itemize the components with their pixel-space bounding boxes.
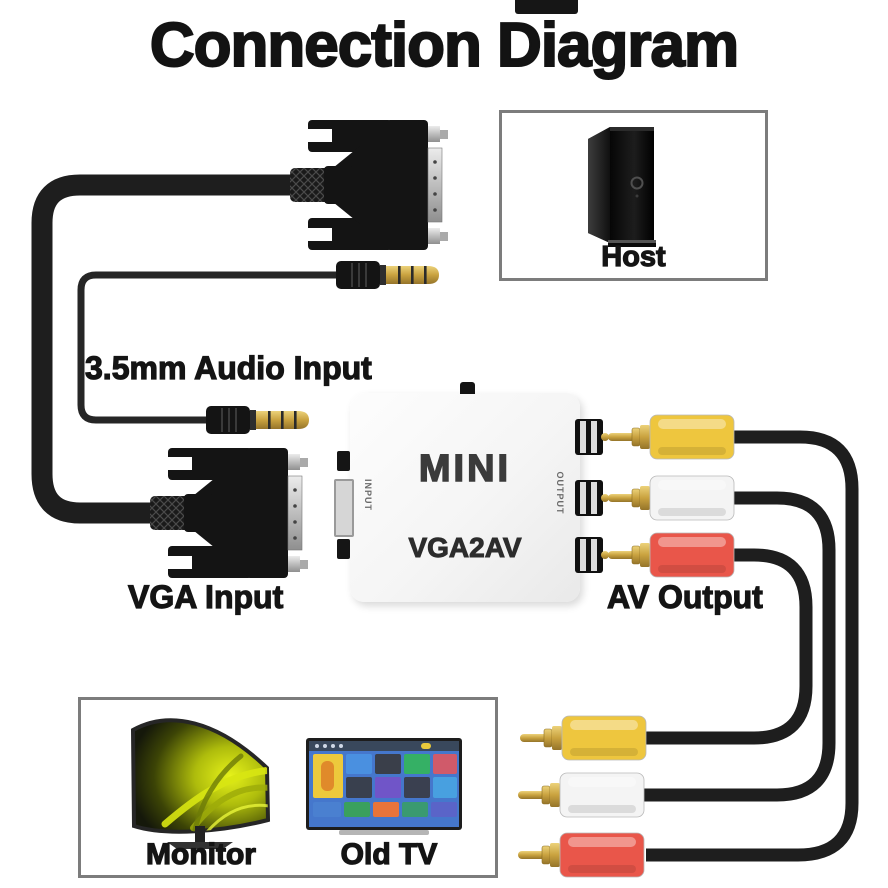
- vga-input-label: VGA Input: [127, 578, 284, 615]
- display-devices-box: Monitor Old TV: [78, 697, 498, 878]
- converter-model: VGA2AV: [408, 532, 522, 564]
- page-title: Connection Diagram: [149, 10, 740, 81]
- converter-input-port-label: INPUT: [363, 479, 373, 511]
- converter-output-port-label: OUTPUT: [555, 471, 565, 515]
- rca-plug-red-bottom-icon: [517, 832, 645, 878]
- av-output-label: AV Output: [606, 578, 763, 615]
- rca-cable-1: [646, 430, 859, 862]
- rca-plug-white-icon: [607, 475, 735, 521]
- tv-screen: [309, 741, 459, 827]
- pc-tower-icon: [588, 127, 656, 247]
- monitor-label: Monitor: [145, 837, 256, 871]
- tv-stand-icon: [339, 830, 429, 835]
- smart-tv-icon: [306, 738, 462, 830]
- rca-cable-2: [644, 491, 836, 802]
- converter-switch-nub-icon: [460, 382, 475, 394]
- host-label: Host: [601, 240, 667, 273]
- rca-plug-yellow-icon: [607, 414, 735, 460]
- host-box: Host: [499, 110, 768, 281]
- vga-port-screw-icon: [337, 539, 350, 559]
- vga2av-converter: MINI VGA2AV INPUT OUTPUT: [334, 382, 580, 602]
- rca-plug-yellow-bottom-icon: [519, 715, 647, 761]
- vga-female-port-icon: [334, 479, 354, 537]
- rca-female-yellow-icon: [575, 419, 609, 455]
- converter-brand: MINI: [418, 447, 512, 491]
- rca-plug-red-icon: [607, 532, 735, 578]
- old-tv-label: Old TV: [340, 837, 438, 871]
- curved-monitor-icon: [130, 718, 271, 849]
- audio-jack-bottom-icon: [205, 405, 310, 435]
- cropped-top-element: [515, 0, 578, 14]
- vga-connector-bottom-icon: [149, 447, 309, 579]
- audio-input-label: 3.5mm Audio Input: [84, 349, 372, 386]
- vga-port-screw-icon: [337, 451, 350, 471]
- rca-female-white-icon: [575, 480, 609, 516]
- rca-female-red-icon: [575, 537, 609, 573]
- rca-plug-white-bottom-icon: [517, 772, 645, 818]
- vga-connector-top-icon: [289, 119, 449, 251]
- vga-cable: [31, 174, 300, 524]
- tv-status-icon: [421, 743, 431, 749]
- tv-topbar: [309, 741, 459, 751]
- audio-cable: [77, 271, 342, 424]
- audio-jack-top-icon: [335, 260, 440, 290]
